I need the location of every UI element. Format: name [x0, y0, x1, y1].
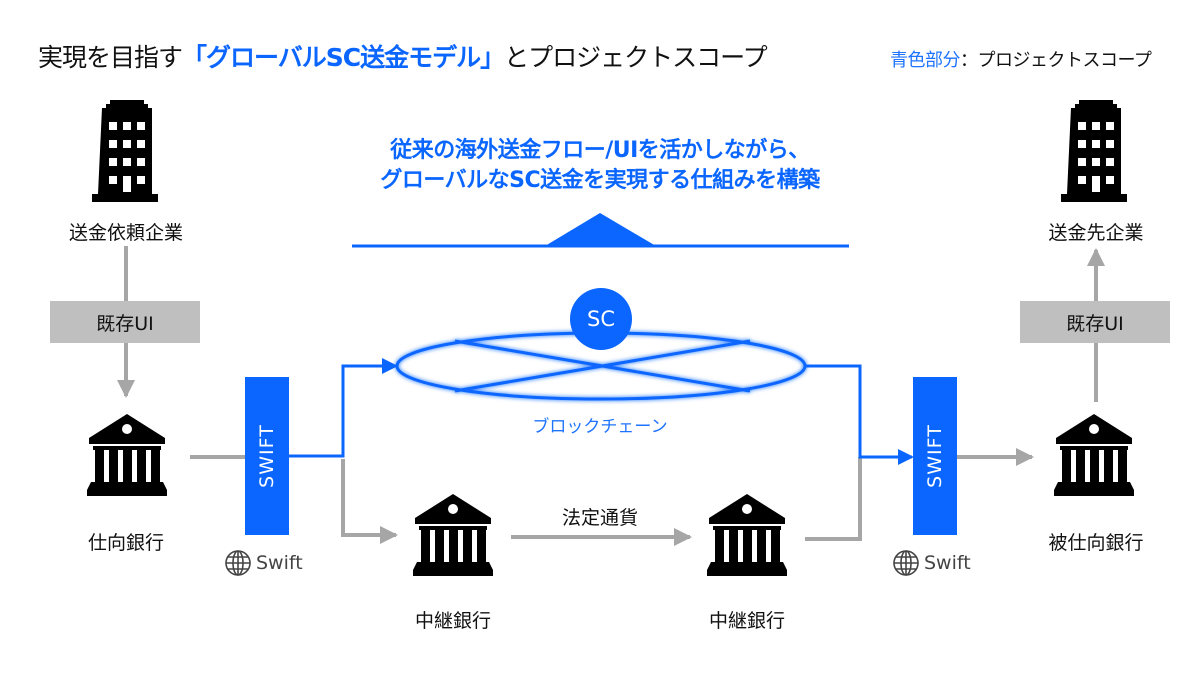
existing-ui-box-right: 既存UI	[1020, 301, 1170, 343]
legend-separator: ：	[960, 50, 978, 71]
swift-bar-label: SWIFT	[256, 424, 278, 488]
swift-logo-left: Swift	[224, 549, 303, 577]
sender-company-label: 送金依頼企業	[68, 222, 184, 244]
bank-icon	[1054, 414, 1134, 496]
fiat-currency-label: 法定通貨	[561, 507, 639, 529]
page-title: 実現を目指す「グローバルSC送金モデル」とプロジェクトスコープ	[38, 38, 768, 74]
arrow-swift-to-intermediary-1	[341, 459, 398, 544]
swift-bar-left: SWIFT	[245, 377, 289, 535]
sc-token-badge: SC	[570, 288, 632, 350]
sc-label: SC	[587, 307, 615, 331]
headline-line-1: 従来の海外送金フロー/UIを活かしながら、	[390, 138, 810, 163]
legend-blue-part: 青色部分	[890, 50, 961, 71]
swift-logo-text: Swift	[256, 552, 303, 574]
title-highlight: 「グローバルSC送金モデル」	[182, 43, 505, 72]
headline-line-2: グローバルなSC送金を実現する仕組みを構築	[380, 168, 820, 193]
bank-icon	[87, 414, 167, 496]
swift-logo-right: Swift	[892, 549, 971, 577]
headline-pointer-triangle	[545, 213, 656, 246]
arrow-swift-to-blockchain	[289, 358, 398, 458]
arrow-blockchain-to-swift	[806, 364, 914, 465]
blockchain-label: ブロックチェーン	[532, 417, 668, 437]
bank-icon	[707, 494, 787, 576]
building-icon	[92, 100, 158, 202]
existing-ui-box-left: 既存UI	[50, 301, 200, 343]
scope-legend: 青色部分：プロジェクトスコープ	[890, 46, 1152, 72]
receiver-company-label: 送金先企業	[1048, 222, 1144, 244]
sending-bank-label: 仕向銀行	[87, 532, 165, 554]
globe-icon	[225, 550, 251, 576]
bank-icon	[413, 494, 493, 576]
headline: 従来の海外送金フロー/UIを活かしながら、 グローバルなSC送金を実現する仕組み…	[340, 136, 860, 196]
title-suffix: とプロジェクトスコープ	[504, 43, 768, 72]
receiving-bank-label: 被仕向銀行	[1048, 532, 1144, 554]
line-intermediary-2-to-swift	[805, 457, 862, 541]
title-prefix: 実現を目指す	[38, 43, 183, 72]
legend-meaning: プロジェクトスコープ	[977, 50, 1152, 71]
swift-bar-right: SWIFT	[913, 377, 957, 535]
building-icon	[1061, 100, 1127, 202]
intermediary-bank-2-label: 中継銀行	[708, 610, 786, 632]
existing-ui-label: 既存UI	[96, 312, 154, 335]
existing-ui-label: 既存UI	[1066, 312, 1124, 335]
globe-icon	[893, 550, 919, 576]
swift-logo-text: Swift	[924, 552, 971, 574]
swift-bar-label: SWIFT	[924, 424, 946, 488]
intermediary-bank-1-label: 中継銀行	[414, 610, 492, 632]
